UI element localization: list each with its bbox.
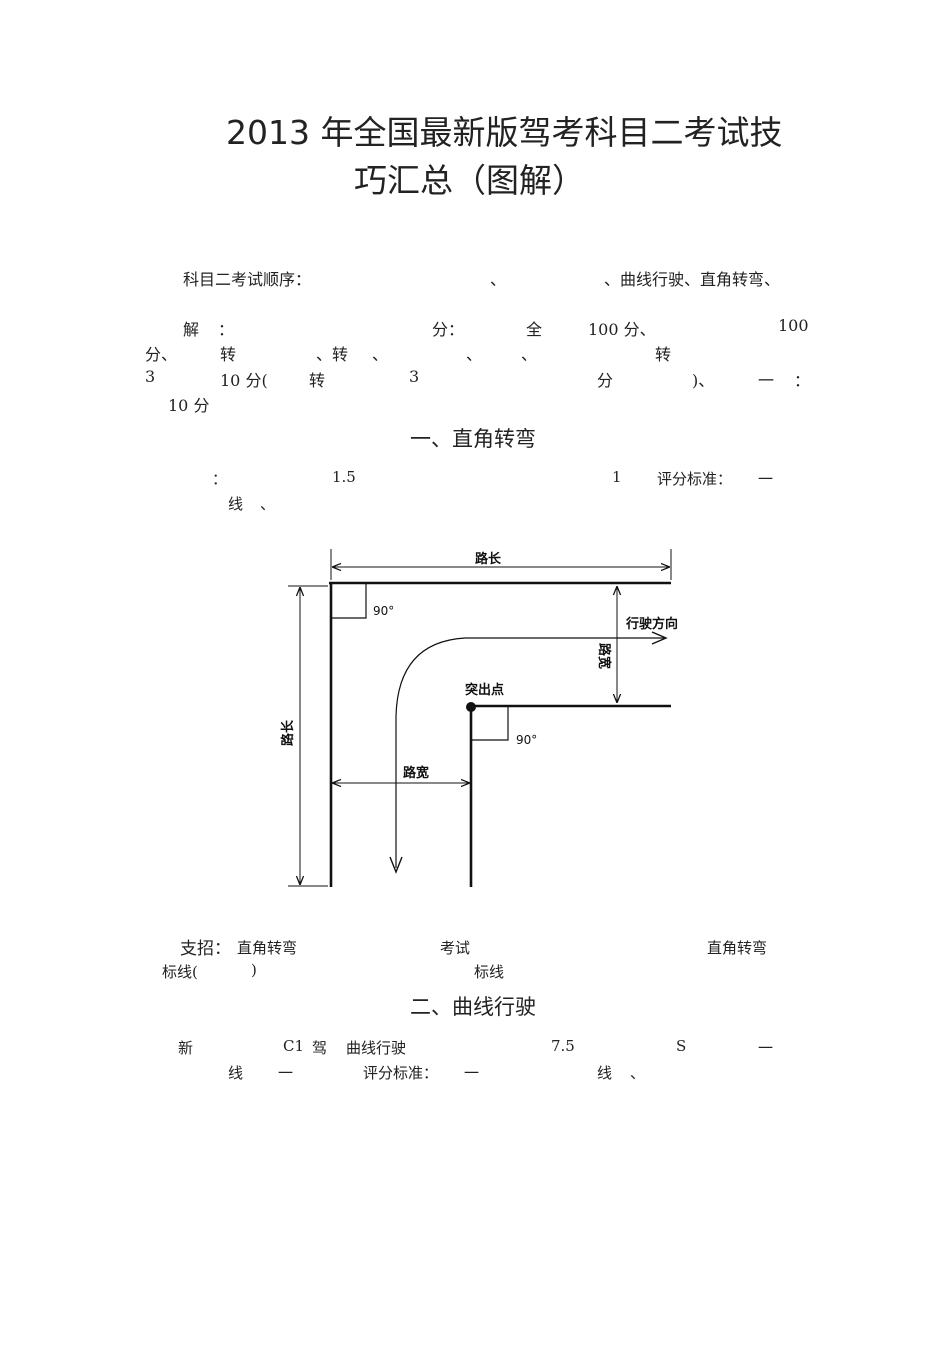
label-road-length-left: 路长: [280, 719, 296, 746]
text-fragment: 考试: [440, 939, 471, 957]
label-road-length-top: 路长: [475, 551, 502, 567]
document-title-line1: 2013 年全国最新版驾考科目二考试技: [226, 113, 783, 152]
text-fragment: 新: [178, 1039, 194, 1057]
text-fragment: 一: [758, 1039, 774, 1057]
text-fragment: 7.5: [551, 1037, 575, 1055]
text-fragment: ：: [794, 371, 811, 390]
label-driving-direction: 行驶方向: [625, 616, 678, 632]
text-fragment: 、: [260, 495, 276, 513]
driving-path: [395, 637, 664, 868]
section-heading-curve-driving: 二、曲线行驶: [410, 995, 536, 1019]
text-fragment: 评分标准：: [363, 1064, 439, 1082]
text-fragment: ：: [218, 320, 235, 339]
text-fragment: 、: [630, 1064, 646, 1082]
text-fragment: 一: [758, 371, 775, 390]
text-fragment: ：: [212, 470, 228, 488]
text-fragment: 、: [466, 345, 483, 364]
text-fragment: 线: [597, 1064, 613, 1082]
document-title-line2: 巧汇总（图解）: [354, 161, 585, 200]
text-fragment: 转: [220, 345, 237, 364]
text-fragment: 标线: [474, 963, 505, 981]
section-heading-right-angle-turn: 一、直角转弯: [410, 427, 536, 451]
text-fragment: 驾: [312, 1039, 328, 1057]
text-fragment: 1: [612, 468, 622, 486]
label-protruding-point: 突出点: [465, 682, 504, 698]
text-fragment: 评分标准：: [657, 470, 733, 488]
text-fragment: 、: [372, 345, 389, 364]
path-start-arrowhead: [389, 856, 403, 874]
right-angle-marker-inner: [471, 706, 509, 741]
text-fragment: 、: [521, 345, 538, 364]
text-fragment: 一: [278, 1064, 294, 1082]
text-fragment: 直角转弯: [237, 939, 298, 957]
text-fragment: 分、: [145, 345, 178, 364]
text-fragment: 分: [597, 371, 614, 390]
text-fragment: 100 分、: [588, 320, 656, 339]
text-fragment: 线: [228, 1064, 244, 1082]
right-angle-marker-outer: [331, 583, 367, 619]
text-fragment: )、: [692, 371, 715, 390]
label-angle-outer: 90°: [373, 604, 394, 618]
text-fragment: C1: [283, 1037, 305, 1055]
text-fragment: 线: [228, 495, 244, 513]
text-fragment: S: [676, 1037, 687, 1055]
text-fragment: 分：: [432, 320, 465, 339]
text-fragment: 标线(: [162, 963, 198, 981]
label-road-width-right: 路宽: [596, 643, 612, 669]
text-fragment: 、转: [316, 345, 349, 364]
exam-order-fragment: 、曲线行驶、直角转弯、: [604, 270, 781, 289]
text-fragment: 10 分(: [220, 371, 268, 390]
text-fragment: 转: [309, 371, 326, 390]
text-fragment: 一: [464, 1064, 480, 1082]
exam-order-fragment: 、: [490, 270, 507, 289]
text-fragment: 3: [145, 367, 156, 386]
text-fragment: 转: [655, 345, 672, 364]
exam-order-label: 科目二考试顺序：: [183, 270, 312, 289]
path-end-arrowhead: [651, 631, 668, 645]
label-road-width-bottom: 路宽: [403, 765, 429, 781]
text-fragment: 曲线行驶: [346, 1039, 407, 1057]
text-fragment: 1.5: [332, 468, 356, 486]
text-fragment: 3: [409, 367, 420, 386]
text-fragment: 一: [758, 470, 774, 488]
tips-label: 支招：: [180, 939, 231, 959]
text-fragment: 100: [778, 316, 809, 335]
text-fragment: 全: [526, 320, 543, 339]
text-fragment: 解: [183, 320, 200, 339]
text-fragment: 直角转弯: [707, 939, 768, 957]
label-angle-inner: 90°: [516, 733, 537, 747]
protruding-point-dot: [466, 702, 476, 712]
text-fragment: 10 分: [168, 396, 210, 415]
text-fragment: ): [251, 961, 257, 979]
